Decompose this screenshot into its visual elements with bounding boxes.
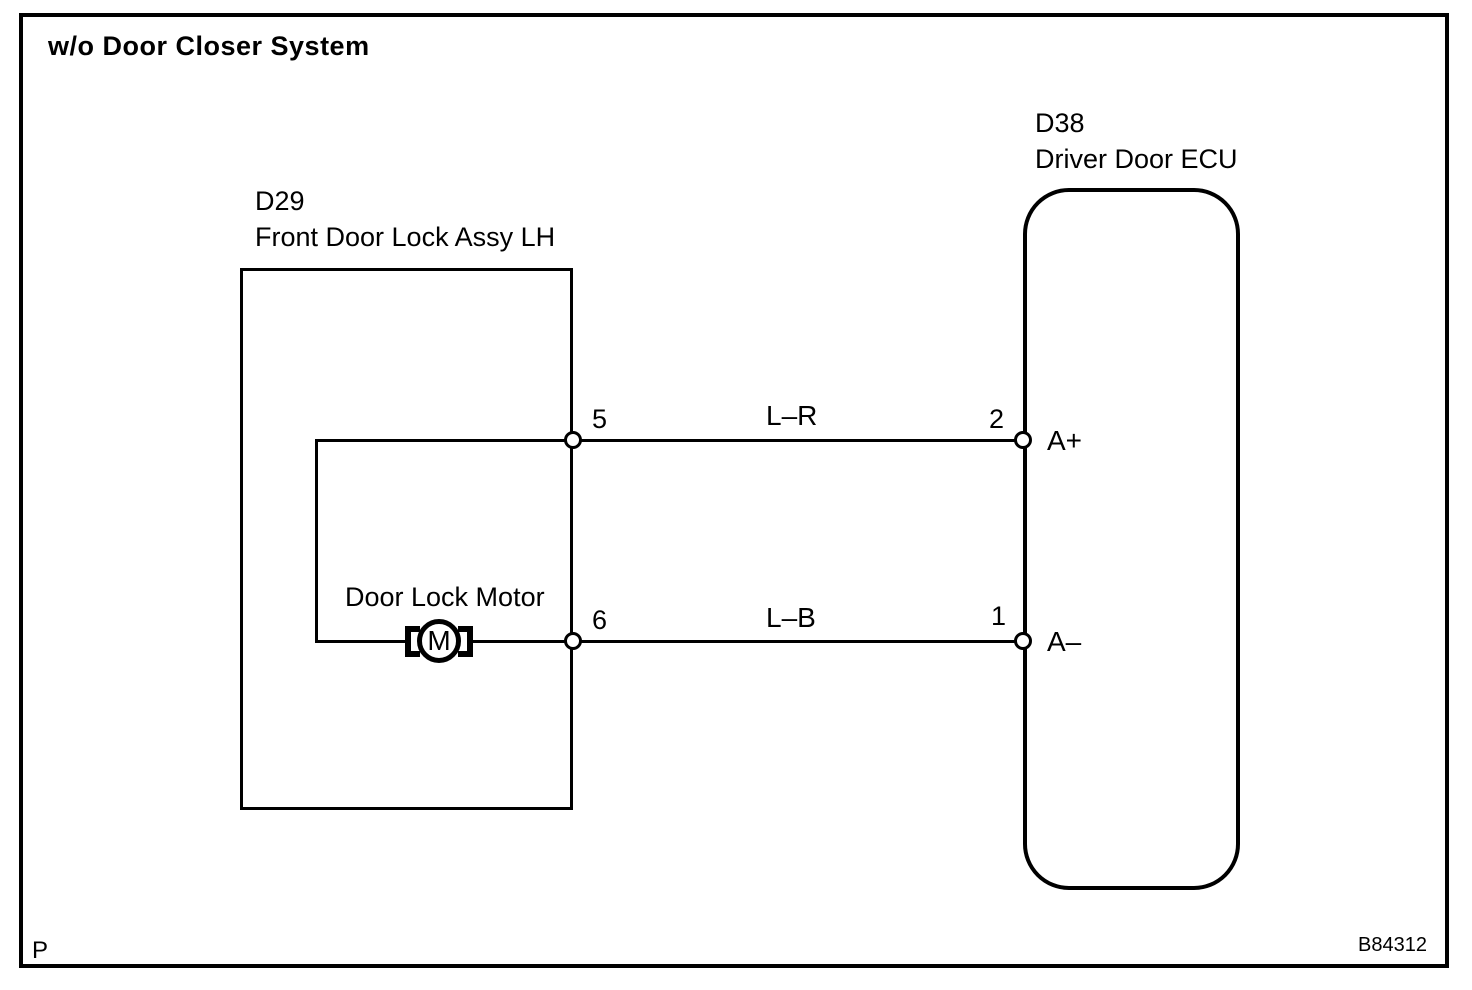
motor-symbol-letter: M (427, 625, 451, 656)
diagram-title: w/o Door Closer System (48, 31, 370, 61)
motor-label: Door Lock Motor (345, 582, 545, 612)
pin-d38-2-icon (1014, 431, 1032, 449)
pin-number-1: 1 (991, 601, 1007, 631)
wire-loop-left (315, 439, 318, 643)
d38-component-box (1023, 188, 1240, 890)
pin-d29-6-icon (564, 632, 582, 650)
d38-component-label: D38 Driver Door ECU (1035, 105, 1238, 177)
pin-number-5: 5 (592, 404, 608, 434)
diagram-border (19, 13, 1449, 968)
wire-color-code-lb: L–B (766, 602, 816, 633)
wire-color-code-lr: L–R (766, 400, 818, 431)
motor-icon: M (417, 619, 461, 663)
d29-connector-id: D29 (255, 186, 305, 216)
d38-connector-name: Driver Door ECU (1035, 144, 1238, 174)
d29-component-label: D29 Front Door Lock Assy LH (255, 183, 555, 255)
wire-bottom-lb (315, 640, 1023, 643)
figure-number: B84312 (1358, 934, 1427, 956)
terminal-a-minus: A– (1047, 626, 1082, 657)
d29-connector-name: Front Door Lock Assy LH (255, 222, 556, 252)
d38-connector-id: D38 (1035, 108, 1085, 138)
pin-d38-1-icon (1014, 632, 1032, 650)
terminal-a-plus: A+ (1047, 425, 1083, 456)
wire-top-lr (315, 439, 1023, 442)
d29-component-box (240, 268, 573, 810)
page-marker: P (32, 937, 49, 964)
pin-d29-5-icon (564, 431, 582, 449)
motor-terminal-right-icon (458, 626, 473, 657)
pin-number-2: 2 (989, 404, 1005, 434)
motor-terminal-left-icon (405, 626, 420, 657)
pin-number-6: 6 (592, 605, 608, 635)
